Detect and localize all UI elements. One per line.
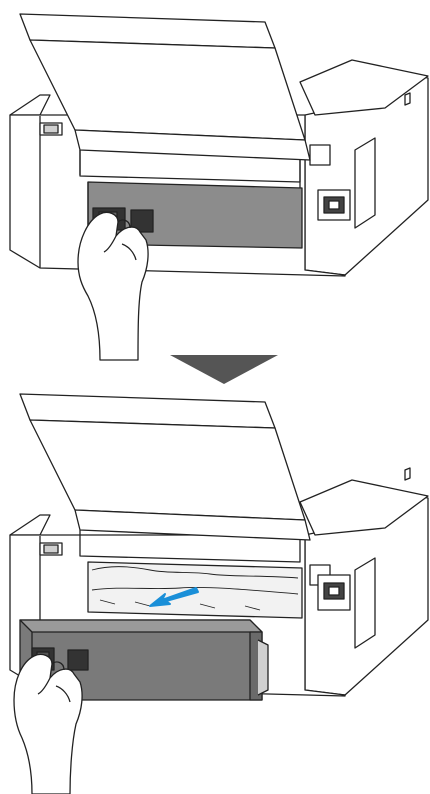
down-arrow-icon [170,355,278,384]
hand-gripping-cover [14,654,82,794]
step-1-illustration [10,14,428,360]
step-2-illustration [10,394,428,794]
hand-gripping-handles [78,208,153,360]
